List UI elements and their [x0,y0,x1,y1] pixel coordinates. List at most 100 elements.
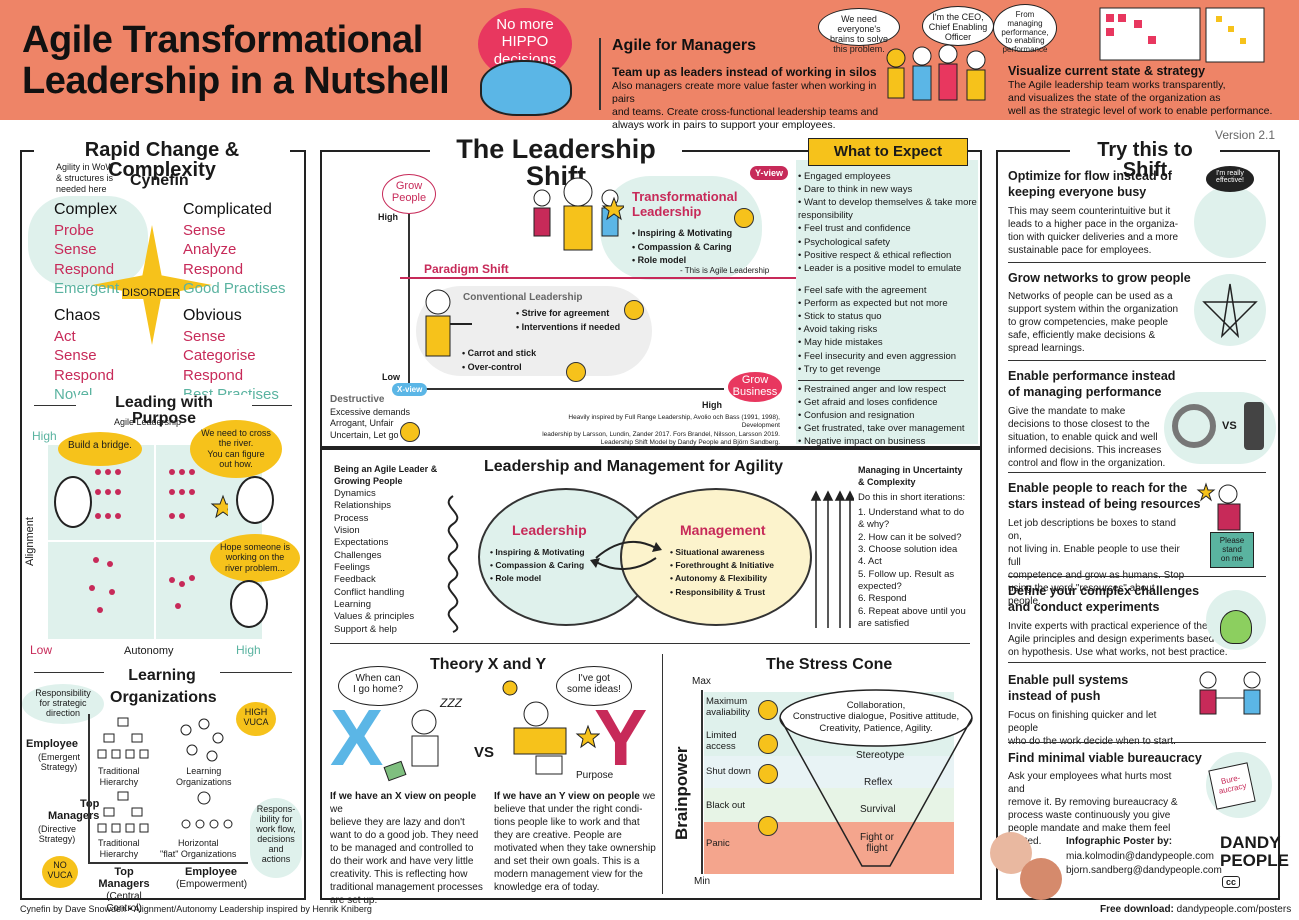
cone-level: Limited access [706,730,737,753]
vs-label: VS [474,744,495,761]
expect-divider [798,380,964,381]
expect-item: Psychological safety [798,236,978,249]
happy-face-icon [734,208,754,228]
try-heading: Enable pull systems instead of push [1008,673,1129,704]
author-email: bjorn.sandberg@dandypeople.com [1066,865,1222,876]
mu-step: 6. Repeat above until you are satisfied [858,605,966,630]
destructive-title: Destructive [330,394,385,405]
up-arrows-icon [810,490,854,628]
expect-item: May hide mistakes [798,336,978,349]
being-title: Being an Agile Leader & Growing People [334,464,438,486]
bureaucracy-paper: Bure- aucracy [1208,762,1256,810]
being-item: Conflict handling [334,586,405,598]
cross-river-bubble: We need to cross the river. You can figu… [190,420,282,478]
managers-title: Agile for Managers [612,37,757,54]
transformational-title: Transformational Leadership [632,189,738,219]
obvious-step: Categorise [183,347,256,365]
try-heading: Grow networks to grow people [1008,271,1191,285]
expect-item: Engaged employees [798,170,978,183]
being-item: Learning [334,599,371,611]
header-banner [0,0,1299,120]
responsibility-strategic: Responsibility for strategic direction [22,684,104,724]
cone-band-label: Survival [860,804,896,815]
autonomy-axis-label: Autonomy [124,645,174,657]
mu-step: 6. Respond [858,593,907,605]
top-managers-axis: Top Managers(Central Control) [88,866,160,914]
expect-item: Feel safe with the agreement [798,284,978,297]
agile-leadership-label: Agile Leadership [114,417,182,427]
try-heading: Define your complex challenges and condu… [1008,584,1200,615]
try-text: Invite experts with practical experience… [1008,620,1228,658]
traditional-hierarchy-1: Traditional Hierarchy [98,766,140,787]
complicated-step: Respond [183,260,244,278]
cone-title: The Stress Cone [766,656,893,673]
expect-item: Confusion and resignation [798,409,978,422]
autonomy-high: High [236,643,261,657]
expect-item: Feel insecurity and even aggression [798,350,978,363]
x-letter: X [330,693,384,782]
learning-title: Learning Organizations [104,665,220,709]
hippo-icon [480,60,572,116]
sad-face-icon [758,764,778,784]
center-vdivider [662,654,663,894]
traditional-hierarchy-2: Traditional Hierarchy [98,838,140,859]
leadership-label: Leadership [512,522,587,538]
horizontal-org-label: Horizontal "flat" Organizations [160,838,237,859]
cone-band-label: Stereotype [856,750,905,761]
download-label: Free download: [1100,904,1174,915]
being-item: Feedback [334,574,376,586]
conventional-list: Strive for agreement Interventions if ne… [516,306,621,335]
m-item: Autonomy & Flexibility [670,572,774,585]
people-bubble-3: From managing performance, to enabling p… [993,4,1057,54]
being-item: Relationships Process [334,500,392,524]
try-divider [1008,576,1266,577]
y-high: High [378,212,398,222]
x-high: High [702,400,722,410]
download-link[interactable]: Free download: dandypeople.com/posters [1100,904,1291,915]
try-text: Networks of people can be used as a supp… [1008,291,1179,355]
try-text: Ask your employees what hurts most and r… [1008,771,1178,847]
yview-badge: Y-view [750,166,789,180]
complex-step: Probe [54,221,95,239]
effective-bubble: I'm really effective! [1206,166,1254,192]
complicated-step: Analyze [183,241,237,259]
cone-band-2 [704,756,954,788]
mu-step: 4. Act [858,556,882,568]
cynefin-chaos: Chaos Act Sense Respond Novel [54,306,114,405]
l-item: Role model [490,572,585,585]
m-item: Forethrought & Initiative [670,559,774,572]
ideas-bubble: I've got some ideas! [556,666,632,706]
angry-face-icon [758,816,778,836]
cone-level: Maximum avaliability [706,696,750,719]
shift-y-axis [408,214,410,390]
flask-liquid-icon [1220,610,1252,644]
leader-crowd-icon [533,177,624,251]
manager-face-icon [230,580,268,628]
top-managers-sub: (Directive Strategy) [38,824,77,844]
vs-icon-label: VS [1222,420,1237,432]
being-item: Dynamics [334,488,376,499]
top-axis-sub: (Central Control) [106,891,142,914]
version-label: Version 2.1 [1215,128,1276,142]
expect-item: Want to develop themselves & take more r… [798,196,978,222]
roundabout-icon [1172,404,1216,448]
expect-item: Try to get revenge [798,363,978,376]
expect-group-2: Feel safe with the agreement Perform as … [798,284,978,376]
agile-leadership-note: - This is Agile Leadership [680,266,770,275]
mu-steps: 1. Understand what to do & why? 2. How c… [858,507,966,630]
being-list: Dynamics Relationships Process Vision Ex… [334,488,414,636]
c-item: Carrot and stick [462,346,537,360]
cynefin-complex: Complex Probe Sense Respond Emergent [54,200,119,299]
try-divider [1008,662,1266,663]
mu-intro: Do this in short iterations: [858,492,966,503]
l-item: Inspiring & Motivating [490,546,584,559]
people-bubble-1: We need everyone's brains to solve this … [818,8,900,54]
conventional-title: Conventional Leadership [463,292,583,303]
grow-people-badge: Grow People [382,174,436,214]
autonomy-low: Low [30,643,53,657]
grid-divider [48,540,262,542]
try-title: Try this to Shift [1070,140,1220,180]
happy-face-icon [758,700,778,720]
y-description: If we have an Y view on people we believ… [494,790,660,894]
traffic-light-icon [1244,402,1264,450]
